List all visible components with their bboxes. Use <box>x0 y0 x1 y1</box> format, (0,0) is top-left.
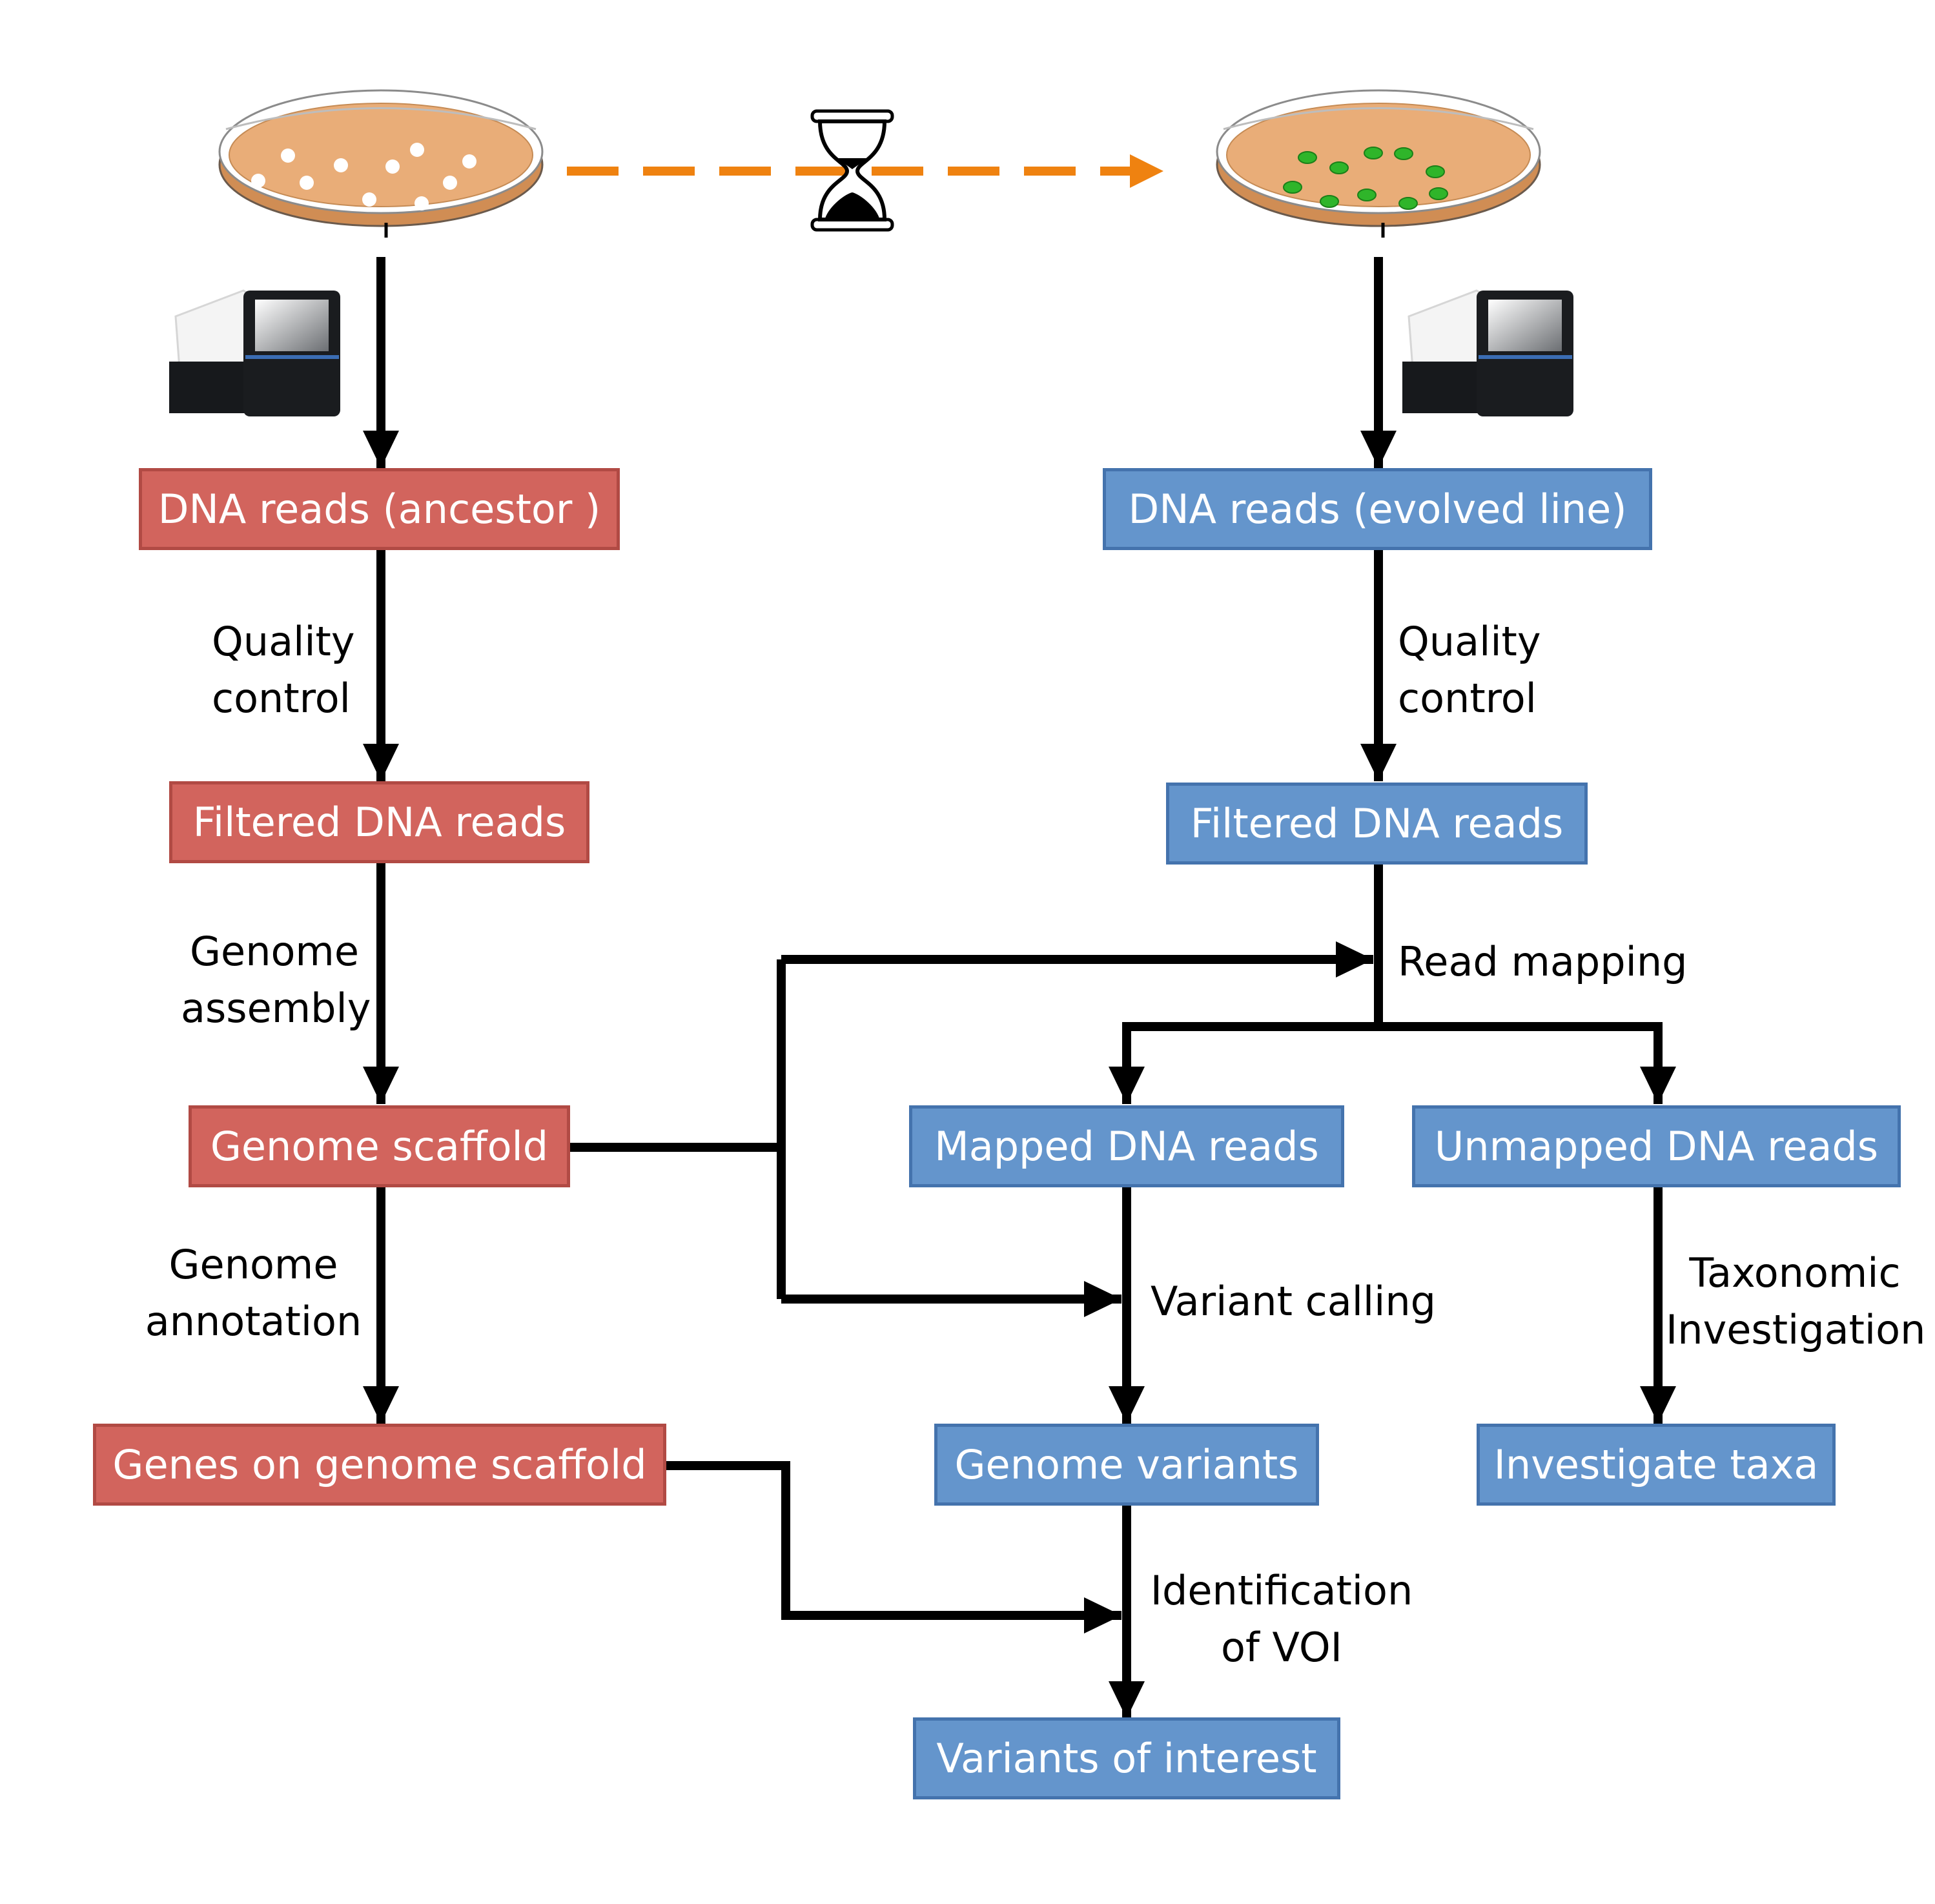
identification-voi-line-1: Identification <box>1150 1567 1413 1614</box>
genome-variants-label: Genome variants <box>954 1441 1299 1488</box>
quality-control-right-label: Quality control <box>1398 613 1541 727</box>
read-mapping-label: Read mapping <box>1398 934 1687 990</box>
genome-annotation-line-1: Genome <box>169 1241 338 1288</box>
dna-reads-ancestor-box: DNA reads (ancestor ) <box>139 468 620 550</box>
genome-annotation-label: Genome annotation <box>142 1236 365 1350</box>
dna-reads-evolved-label: DNA reads (evolved line) <box>1128 486 1627 533</box>
quality-control-left-label: Quality control <box>212 613 355 727</box>
filtered-reads-ancestor-label: Filtered DNA reads <box>192 799 566 846</box>
taxonomic-investigation-line-1: Taxonomic <box>1689 1249 1901 1296</box>
quality-control-left-line-1: Quality <box>212 618 355 665</box>
unmapped-reads-box: Unmapped DNA reads <box>1412 1105 1901 1187</box>
dna-reads-ancestor-label: DNA reads (ancestor ) <box>158 486 601 533</box>
genome-assembly-label: Genome assembly <box>181 923 371 1037</box>
genome-scaffold-label: Genome scaffold <box>210 1123 549 1170</box>
taxonomic-investigation-label: Taxonomic Investigation <box>1666 1245 1926 1358</box>
sequencer-icon <box>1401 289 1575 418</box>
quality-control-right-line-1: Quality <box>1398 618 1541 665</box>
hourglass-icon <box>810 109 894 232</box>
mapped-reads-label: Mapped DNA reads <box>934 1123 1319 1170</box>
unmapped-reads-label: Unmapped DNA reads <box>1434 1123 1879 1170</box>
variants-of-interest-label: Variants of interest <box>936 1735 1317 1782</box>
genome-annotation-line-2: annotation <box>145 1298 362 1345</box>
genome-scaffold-box: Genome scaffold <box>189 1105 570 1187</box>
quality-control-left-line-2: control <box>212 675 351 722</box>
read-mapping-text: Read mapping <box>1398 938 1688 985</box>
genome-assembly-line-1: Genome <box>190 928 359 975</box>
mapped-reads-box: Mapped DNA reads <box>909 1105 1344 1187</box>
workflow-arrows <box>363 257 1676 1719</box>
genome-assembly-line-2: assembly <box>181 985 371 1032</box>
investigate-taxa-box: Investigate taxa <box>1477 1424 1836 1506</box>
variant-calling-label: Variant calling <box>1151 1273 1436 1330</box>
filtered-reads-ancestor-box: Filtered DNA reads <box>169 781 589 863</box>
identification-voi-label: Identification of VOI <box>1146 1562 1417 1676</box>
sequencer-icon <box>168 289 342 418</box>
quality-control-right-line-2: control <box>1398 675 1537 722</box>
variants-of-interest-box: Variants of interest <box>913 1717 1340 1799</box>
ancestor-plate-icon <box>218 89 544 238</box>
taxonomic-investigation-line-2: Investigation <box>1666 1306 1926 1353</box>
evolved-plate-icon <box>1216 89 1541 238</box>
investigate-taxa-label: Investigate taxa <box>1493 1441 1819 1488</box>
identification-voi-line-2: of VOI <box>1221 1624 1342 1671</box>
dna-reads-evolved-box: DNA reads (evolved line) <box>1103 468 1652 550</box>
genes-on-scaffold-box: Genes on genome scaffold <box>93 1424 666 1506</box>
genes-on-scaffold-label: Genes on genome scaffold <box>112 1441 647 1488</box>
variant-calling-text: Variant calling <box>1151 1278 1437 1325</box>
filtered-reads-evolved-label: Filtered DNA reads <box>1190 800 1564 847</box>
filtered-reads-evolved-box: Filtered DNA reads <box>1166 783 1588 865</box>
genome-variants-box: Genome variants <box>934 1424 1319 1506</box>
